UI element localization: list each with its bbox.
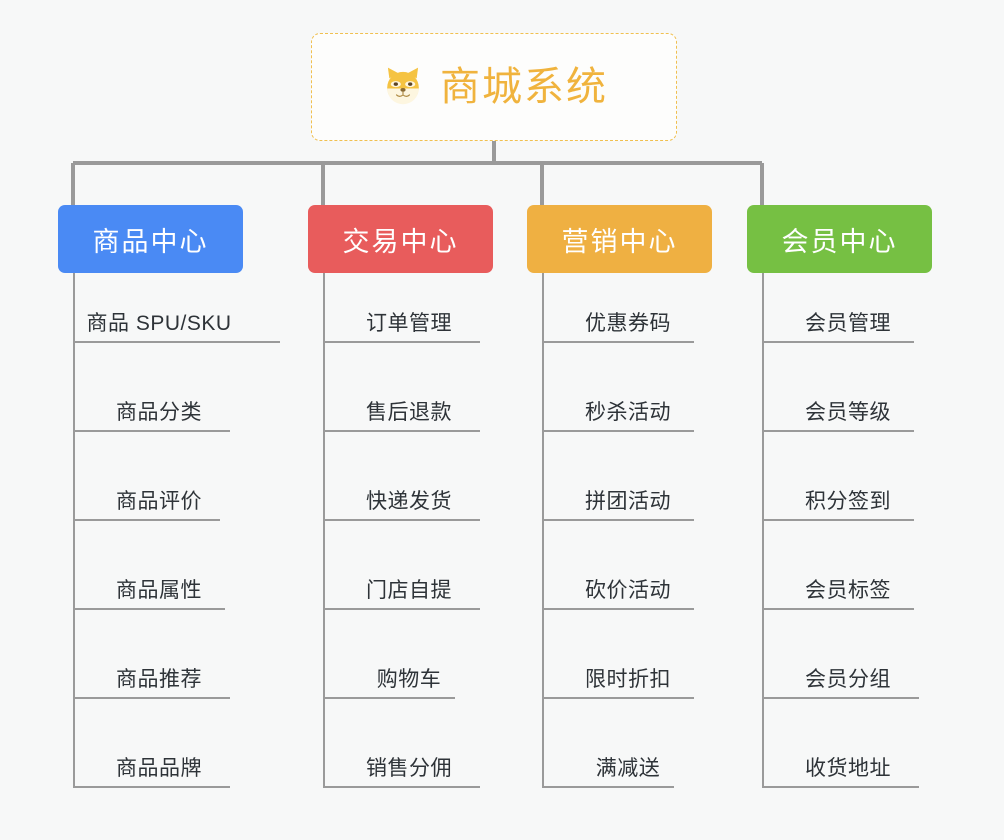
leaf-item-label: 商品分类 bbox=[116, 400, 202, 424]
leaf-item-label: 会员管理 bbox=[805, 311, 891, 335]
leaf-list: 商品 SPU/SKU 商品分类商品评价商品属性商品推荐商品品牌 bbox=[73, 273, 280, 788]
leaf-underline bbox=[75, 786, 230, 788]
leaf-item[interactable]: 商品分类 bbox=[73, 343, 243, 432]
shiba-dog-face-icon bbox=[380, 64, 426, 110]
leaf-item[interactable]: 商品属性 bbox=[73, 521, 243, 610]
leaf-underline bbox=[764, 430, 914, 432]
leaf-item[interactable]: 购物车 bbox=[323, 610, 493, 699]
leaf-underline bbox=[764, 341, 914, 343]
branch-head-label: 会员中心 bbox=[781, 226, 898, 257]
root-node[interactable]: 商城系统 bbox=[311, 33, 677, 141]
leaf-list: 会员管理会员等级积分签到会员标签会员分组收货地址 bbox=[762, 273, 932, 788]
leaf-item-label: 满减送 bbox=[595, 756, 661, 780]
leaf-item[interactable]: 商品品牌 bbox=[73, 699, 243, 788]
leaf-item-label: 购物车 bbox=[376, 667, 442, 691]
leaf-underline bbox=[325, 608, 480, 610]
branch-head-2[interactable]: 营销中心 bbox=[527, 205, 712, 273]
leaf-item[interactable]: 限时折扣 bbox=[542, 610, 712, 699]
leaf-underline bbox=[75, 697, 230, 699]
root-title: 商城系统 bbox=[440, 65, 608, 109]
leaf-underline bbox=[325, 341, 480, 343]
leaf-item[interactable]: 砍价活动 bbox=[542, 521, 712, 610]
leaf-item-label: 会员等级 bbox=[805, 400, 891, 424]
leaf-underline bbox=[325, 430, 480, 432]
leaf-underline bbox=[764, 519, 914, 521]
leaf-item[interactable]: 满减送 bbox=[542, 699, 712, 788]
leaf-item-label: 售后退款 bbox=[366, 400, 452, 424]
leaf-item[interactable]: 拼团活动 bbox=[542, 432, 712, 521]
leaf-item-label: 订单管理 bbox=[366, 311, 452, 335]
leaf-item-label: 销售分佣 bbox=[366, 756, 452, 780]
leaf-item-label: 限时折扣 bbox=[585, 667, 671, 691]
leaf-underline bbox=[544, 697, 694, 699]
leaf-underline bbox=[75, 519, 220, 521]
leaf-item-label: 优惠券码 bbox=[585, 311, 671, 335]
leaf-item-label: 商品品牌 bbox=[116, 756, 202, 780]
branch-商品中心: 商品中心商品 SPU/SKU 商品分类商品评价商品属性商品推荐商品品牌 bbox=[58, 205, 280, 788]
leaf-underline bbox=[325, 786, 480, 788]
leaf-item[interactable]: 门店自提 bbox=[323, 521, 493, 610]
branch-head-label: 商品中心 bbox=[92, 226, 209, 257]
leaf-item-label: 商品 SPU/SKU bbox=[86, 311, 232, 335]
branch-head-1[interactable]: 交易中心 bbox=[308, 205, 493, 273]
leaf-item[interactable]: 商品推荐 bbox=[73, 610, 243, 699]
leaf-item[interactable]: 收货地址 bbox=[762, 699, 932, 788]
leaf-item[interactable]: 积分签到 bbox=[762, 432, 932, 521]
leaf-item[interactable]: 优惠券码 bbox=[542, 273, 712, 343]
leaf-item[interactable]: 快递发货 bbox=[323, 432, 493, 521]
leaf-underline bbox=[544, 786, 674, 788]
leaf-item-label: 拼团活动 bbox=[585, 489, 671, 513]
leaf-item[interactable]: 会员标签 bbox=[762, 521, 932, 610]
leaf-item[interactable]: 售后退款 bbox=[323, 343, 493, 432]
leaf-item[interactable]: 会员管理 bbox=[762, 273, 932, 343]
leaf-item-label: 商品评价 bbox=[116, 489, 202, 513]
leaf-item-label: 商品推荐 bbox=[116, 667, 202, 691]
leaf-item[interactable]: 会员分组 bbox=[762, 610, 932, 699]
leaf-underline bbox=[544, 519, 694, 521]
leaf-item[interactable]: 订单管理 bbox=[323, 273, 493, 343]
branch-head-label: 交易中心 bbox=[342, 226, 459, 257]
leaf-underline bbox=[764, 697, 919, 699]
leaf-item-label: 秒杀活动 bbox=[585, 400, 671, 424]
leaf-underline bbox=[75, 430, 230, 432]
leaf-item-label: 砍价活动 bbox=[585, 578, 671, 602]
leaf-list: 优惠券码秒杀活动拼团活动砍价活动限时折扣满减送 bbox=[542, 273, 712, 788]
leaf-list: 订单管理售后退款快递发货门店自提购物车销售分佣 bbox=[323, 273, 493, 788]
leaf-item[interactable]: 商品 SPU/SKU bbox=[73, 273, 280, 343]
leaf-item[interactable]: 会员等级 bbox=[762, 343, 932, 432]
branch-head-0[interactable]: 商品中心 bbox=[58, 205, 243, 273]
leaf-item-label: 门店自提 bbox=[366, 578, 452, 602]
branch-head-label: 营销中心 bbox=[561, 226, 678, 257]
leaf-underline bbox=[764, 786, 919, 788]
branch-head-3[interactable]: 会员中心 bbox=[747, 205, 932, 273]
branch-营销中心: 营销中心优惠券码秒杀活动拼团活动砍价活动限时折扣满减送 bbox=[527, 205, 712, 788]
leaf-underline bbox=[764, 608, 914, 610]
leaf-underline bbox=[325, 519, 480, 521]
leaf-item-label: 快递发货 bbox=[366, 489, 452, 513]
leaf-underline bbox=[544, 608, 694, 610]
leaf-item-label: 收货地址 bbox=[805, 756, 891, 780]
branch-交易中心: 交易中心订单管理售后退款快递发货门店自提购物车销售分佣 bbox=[308, 205, 493, 788]
leaf-underline bbox=[544, 430, 694, 432]
leaf-item[interactable]: 秒杀活动 bbox=[542, 343, 712, 432]
leaf-item[interactable]: 商品评价 bbox=[73, 432, 243, 521]
branch-会员中心: 会员中心会员管理会员等级积分签到会员标签会员分组收货地址 bbox=[747, 205, 932, 788]
leaf-underline bbox=[75, 608, 225, 610]
leaf-underline bbox=[544, 341, 694, 343]
leaf-item-label: 会员标签 bbox=[805, 578, 891, 602]
leaf-item-label: 会员分组 bbox=[805, 667, 891, 691]
leaf-item[interactable]: 销售分佣 bbox=[323, 699, 493, 788]
leaf-item-label: 商品属性 bbox=[116, 578, 202, 602]
leaf-underline bbox=[325, 697, 455, 699]
leaf-underline bbox=[75, 341, 280, 343]
leaf-item-label: 积分签到 bbox=[805, 489, 891, 513]
